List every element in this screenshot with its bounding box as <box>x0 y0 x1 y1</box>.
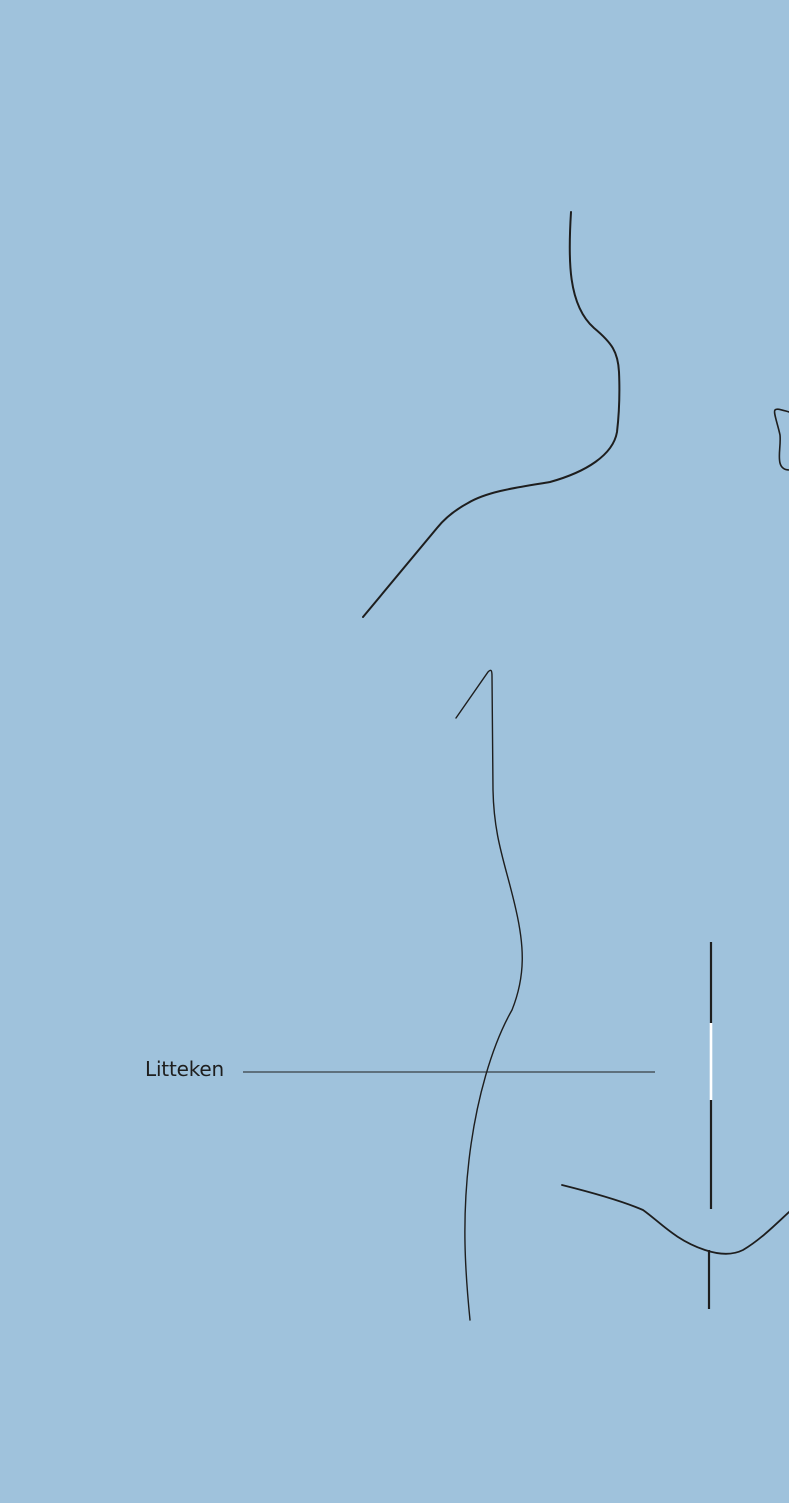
scar-label: Litteken <box>145 1057 224 1081</box>
